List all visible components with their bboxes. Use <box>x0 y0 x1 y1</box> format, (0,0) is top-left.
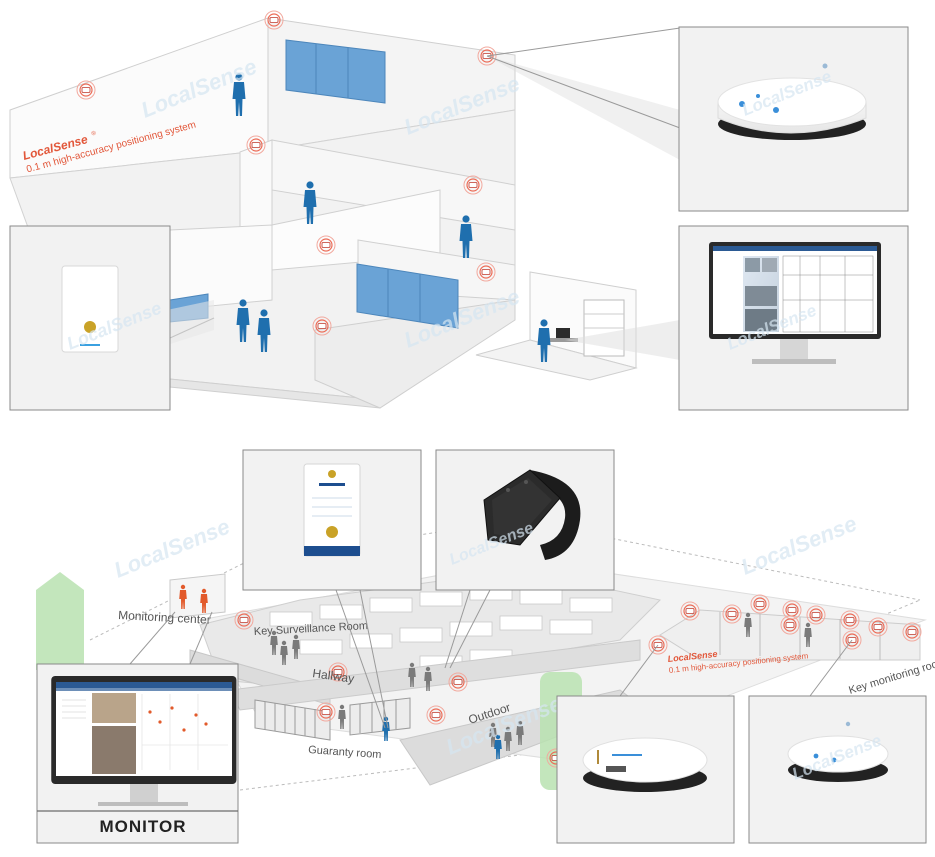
bottom-building: Monitoring center Key Surveillance Room … <box>36 511 935 791</box>
watermark-8: LocalSense <box>738 511 861 580</box>
label-monitoring-center: Monitoring center <box>118 608 211 627</box>
callout-pointer-lines <box>129 589 853 729</box>
label-key-surveillance-room: Key Surveillance Room <box>254 620 369 638</box>
callout-monitor: MONITOR <box>36 663 239 844</box>
callout-anchor-device-bottom-1 <box>556 695 735 844</box>
callout-workstation-monitor: LocalSense <box>565 225 909 411</box>
label-hallway: Hallway <box>312 666 356 686</box>
monitor-caption: MONITOR <box>100 817 187 836</box>
label-key-monitoring-room: Key monitoring room <box>847 656 935 697</box>
callout-anchor-device-bottom-2: LocalSense <box>748 695 927 844</box>
callout-wristband: LocalSense <box>435 449 615 591</box>
callout-anchor-device: LocalSense <box>486 26 909 212</box>
watermark-7: LocalSense <box>111 514 234 583</box>
label-guaranty-room: Guaranty room <box>308 744 382 761</box>
callout-tag-device: LocalSense <box>9 225 215 411</box>
brand-reg-top: ® <box>91 129 98 137</box>
guaranty-bars <box>254 697 411 741</box>
callout-badge-card <box>242 449 422 591</box>
